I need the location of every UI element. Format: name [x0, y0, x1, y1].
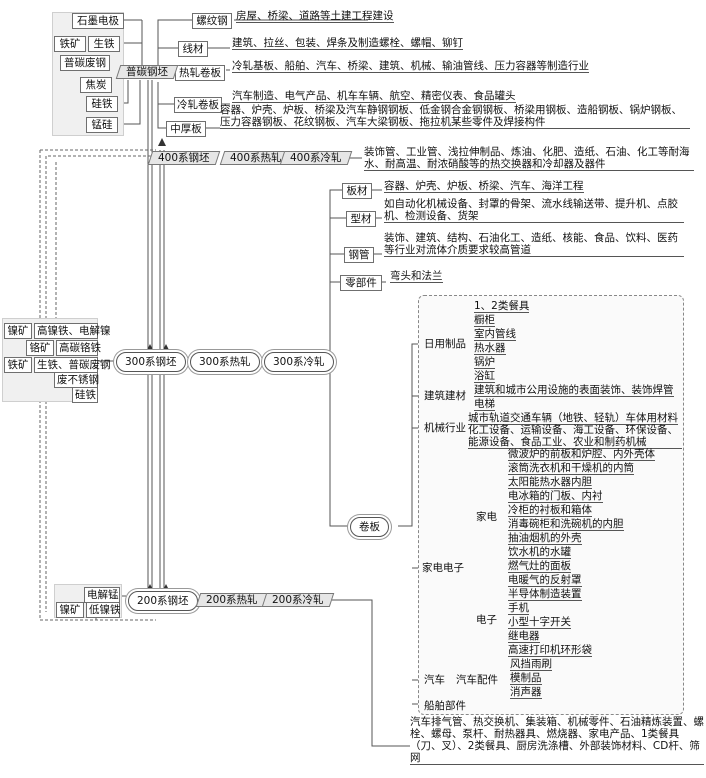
- home-item-2: 太阳能热水器内胆: [508, 476, 592, 489]
- product-components: 零部件: [340, 275, 382, 291]
- build-item-1: 电梯: [474, 398, 495, 411]
- home-item-8: 燃气灶的面板: [508, 560, 571, 573]
- product-profile: 型材: [346, 211, 376, 227]
- uses-hot-rolled-coil: 冷轧基板、船舶、汽车、桥梁、建筑、机械、输油管线、压力容器等制造行业: [232, 60, 589, 73]
- auto-item-1: 模制品: [510, 672, 542, 685]
- branch-rebar: 螺纹钢: [192, 13, 232, 29]
- appl-electronics: 电子: [476, 614, 497, 626]
- input-graphite-electrode: 石墨电极: [72, 13, 124, 29]
- input-nickel-ore-200: 镍矿: [56, 602, 84, 618]
- step-400-billet: 400系钢坯: [150, 151, 218, 165]
- uses-profile: 如自动化机械设备、封罩的骨架、流水线输送带、提升机、点胶机、检测设备、货架: [384, 198, 684, 223]
- elec-item-2: 小型十字开关: [508, 616, 571, 629]
- cat-appliances: 家电电子: [422, 562, 464, 574]
- core-carbon-billet: 普碳钢坯: [118, 65, 176, 79]
- home-item-4: 冷柜的衬板和箱体: [508, 504, 592, 517]
- branch-hot-rolled-coil: 热轧卷板: [175, 65, 225, 81]
- input-scrap-steel: 普碳废钢: [60, 55, 110, 71]
- uses-200-series: 汽车排气管、热交换机、集装箱、机械零件、石油精炼装置、螺栓、螺母、泵杆、耐热器具…: [410, 716, 704, 765]
- home-item-5: 消毒碗柜和洗碗机的内胆: [508, 518, 624, 531]
- input-iron-ore: 铁矿: [54, 36, 86, 52]
- auto-item-2: 消声器: [510, 686, 542, 699]
- input-ferrosilicon-300: 硅铁: [72, 387, 98, 403]
- product-pipe: 钢管: [344, 247, 374, 263]
- branch-medium-heavy-plate: 中厚板: [166, 121, 206, 137]
- elec-item-3: 继电器: [508, 630, 540, 643]
- home-item-6: 抽油烟机的外壳: [508, 532, 582, 545]
- input-pig-iron-scrap: 生铁、普碳废钢: [34, 357, 111, 373]
- uses-cold-rolled-coil: 汽车制造、电气产品、机车车辆、航空、精密仪表、食品罐头: [232, 90, 516, 103]
- product-plate: 板材: [342, 183, 372, 199]
- input-scrap-stainless: 废不锈钢: [54, 372, 99, 388]
- uses-pipe: 装饰、建筑、结构、石油化工、造纸、核能、食品、饮料、医药等行业对流体介质要求较高…: [384, 232, 684, 257]
- step-200-billet: 200系钢坯: [128, 591, 198, 611]
- cat-machinery: 机械行业: [424, 422, 466, 434]
- elec-item-0: 半导体制造装置: [508, 588, 582, 601]
- step-200-hot-rolled: 200系热轧: [198, 593, 266, 607]
- uses-rebar: 房屋、桥梁、道路等土建工程建设: [236, 10, 394, 23]
- step-300-hot-rolled: 300系热轧: [190, 352, 260, 372]
- uses-components: 弯头和法兰: [390, 270, 443, 283]
- home-item-0: 微波炉的前板和炉腔、内外壳体: [508, 448, 655, 461]
- auto-item-0: 风挡雨刷: [510, 658, 552, 671]
- step-300-cold-rolled: 300系冷轧: [264, 352, 334, 372]
- coil-node: 卷板: [350, 517, 389, 537]
- input-hi-nickel-iron: 高镍铁、电解镍: [34, 323, 111, 339]
- step-300-billet: 300系钢坯: [116, 352, 186, 372]
- input-ferrosilicon: 硅铁: [86, 96, 118, 112]
- daily-item-2: 室内管线: [474, 328, 516, 341]
- step-200-cold-rolled: 200系冷轧: [264, 593, 332, 607]
- home-item-9: 电暖气的反射罩: [508, 574, 582, 587]
- build-item-0: 建筑和城市公用设施的表面装饰、装饰焊管: [474, 384, 674, 397]
- mech-item-1: 化工设备、运输设备、海工设备、环保设备、能源设备、食品工业、农业和制药机械: [468, 424, 682, 449]
- input-nickel-ore: 镍矿: [4, 323, 32, 339]
- uses-400-series: 装饰管、工业管、浅拉伸制品、炼油、化肥、造纸、石油、化工等耐海水、耐高温、耐浓硝…: [364, 146, 694, 171]
- auto-parts: 汽车配件: [456, 674, 498, 686]
- daily-item-1: 橱柜: [474, 314, 495, 327]
- cat-ship: 船舶部件: [424, 700, 466, 712]
- cat-building: 建筑建材: [424, 390, 466, 402]
- branch-wire-rod: 线材: [178, 41, 208, 57]
- uses-medium-heavy-plate: 容器、炉壳、炉板、桥梁及汽车静钢钢板、低金钢合金钢钢板、桥梁用钢板、造船钢板、锅…: [220, 104, 690, 129]
- uses-wire-rod: 建筑、拉丝、包装、焊条及制造螺栓、螺帽、铆钉: [232, 37, 463, 50]
- daily-item-0: 1、2类餐具: [474, 300, 530, 313]
- input-silicomanganese: 锰硅: [86, 117, 118, 133]
- cat-auto: 汽车: [424, 674, 445, 686]
- appl-home: 家电: [476, 511, 497, 523]
- input-electrolytic-manganese: 电解锰: [84, 587, 120, 603]
- input-coke: 焦炭: [80, 77, 112, 93]
- home-item-3: 电冰箱的门板、内衬: [508, 490, 603, 503]
- step-400-cold-rolled: 400系冷轧: [282, 151, 350, 165]
- home-item-1: 滚筒洗衣机和干燥机的内筒: [508, 462, 634, 475]
- cat-daily: 日用制品: [424, 338, 466, 350]
- elec-item-4: 高速打印机环形袋: [508, 644, 592, 657]
- input-hi-carbon-ferrochrome: 高碳铬铁: [56, 340, 101, 356]
- daily-item-3: 热水器: [474, 342, 506, 355]
- elec-item-1: 手机: [508, 602, 529, 615]
- branch-cold-rolled-coil: 冷轧卷板: [174, 97, 222, 113]
- input-iron-ore-300: 铁矿: [4, 357, 32, 373]
- daily-item-5: 浴缸: [474, 370, 495, 383]
- daily-item-4: 锅炉: [474, 356, 495, 369]
- home-item-7: 饮水机的水罐: [508, 546, 571, 559]
- input-chrome-ore: 铬矿: [26, 340, 54, 356]
- input-low-nickel-iron: 低镍铁: [86, 602, 121, 618]
- step-400-hot-rolled: 400系热轧: [222, 151, 290, 165]
- input-pig-iron: 生铁: [88, 36, 120, 52]
- mech-item-0: 城市轨道交通车辆（地铁、轻轨）车体用材料: [468, 412, 678, 425]
- coil-categories-panel: [418, 295, 684, 715]
- uses-plate: 容器、炉壳、炉板、桥梁、汽车、海洋工程: [384, 180, 584, 193]
